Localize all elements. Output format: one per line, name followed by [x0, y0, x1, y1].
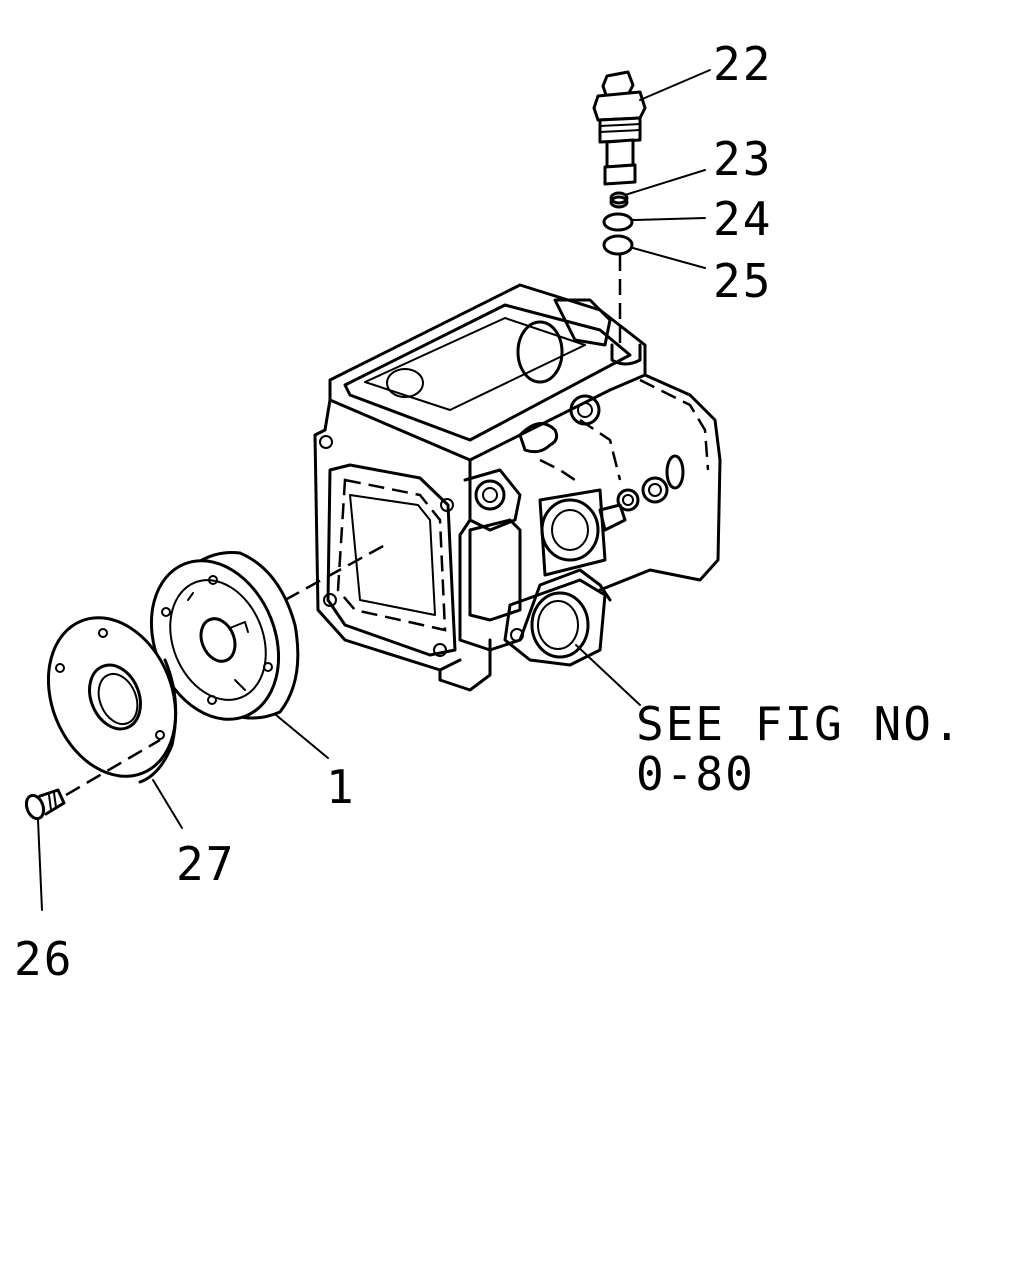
callout-22: 22 — [713, 37, 772, 91]
leader-lines — [37, 69, 711, 911]
pump-housing — [313, 283, 722, 692]
screw-26 — [24, 788, 66, 821]
callout-26: 26 — [14, 932, 73, 986]
assembly-line-cover — [284, 543, 386, 602]
plate-27 — [46, 616, 178, 784]
reference-line-2: 0-80 — [636, 747, 755, 801]
callout-24: 24 — [713, 192, 772, 246]
relief-valve-22 — [592, 70, 647, 186]
spring-23 — [609, 191, 629, 209]
o-ring-25 — [602, 234, 634, 256]
o-ring-24 — [602, 212, 634, 232]
callout-25: 25 — [713, 254, 772, 308]
callout-27: 27 — [176, 837, 235, 891]
callout-1: 1 — [326, 760, 356, 814]
reference-line-1: SEE FIG NO. — [636, 697, 963, 751]
assembly-line-screw — [65, 738, 161, 797]
callout-23: 23 — [713, 132, 772, 186]
front-cover-1 — [149, 550, 300, 721]
